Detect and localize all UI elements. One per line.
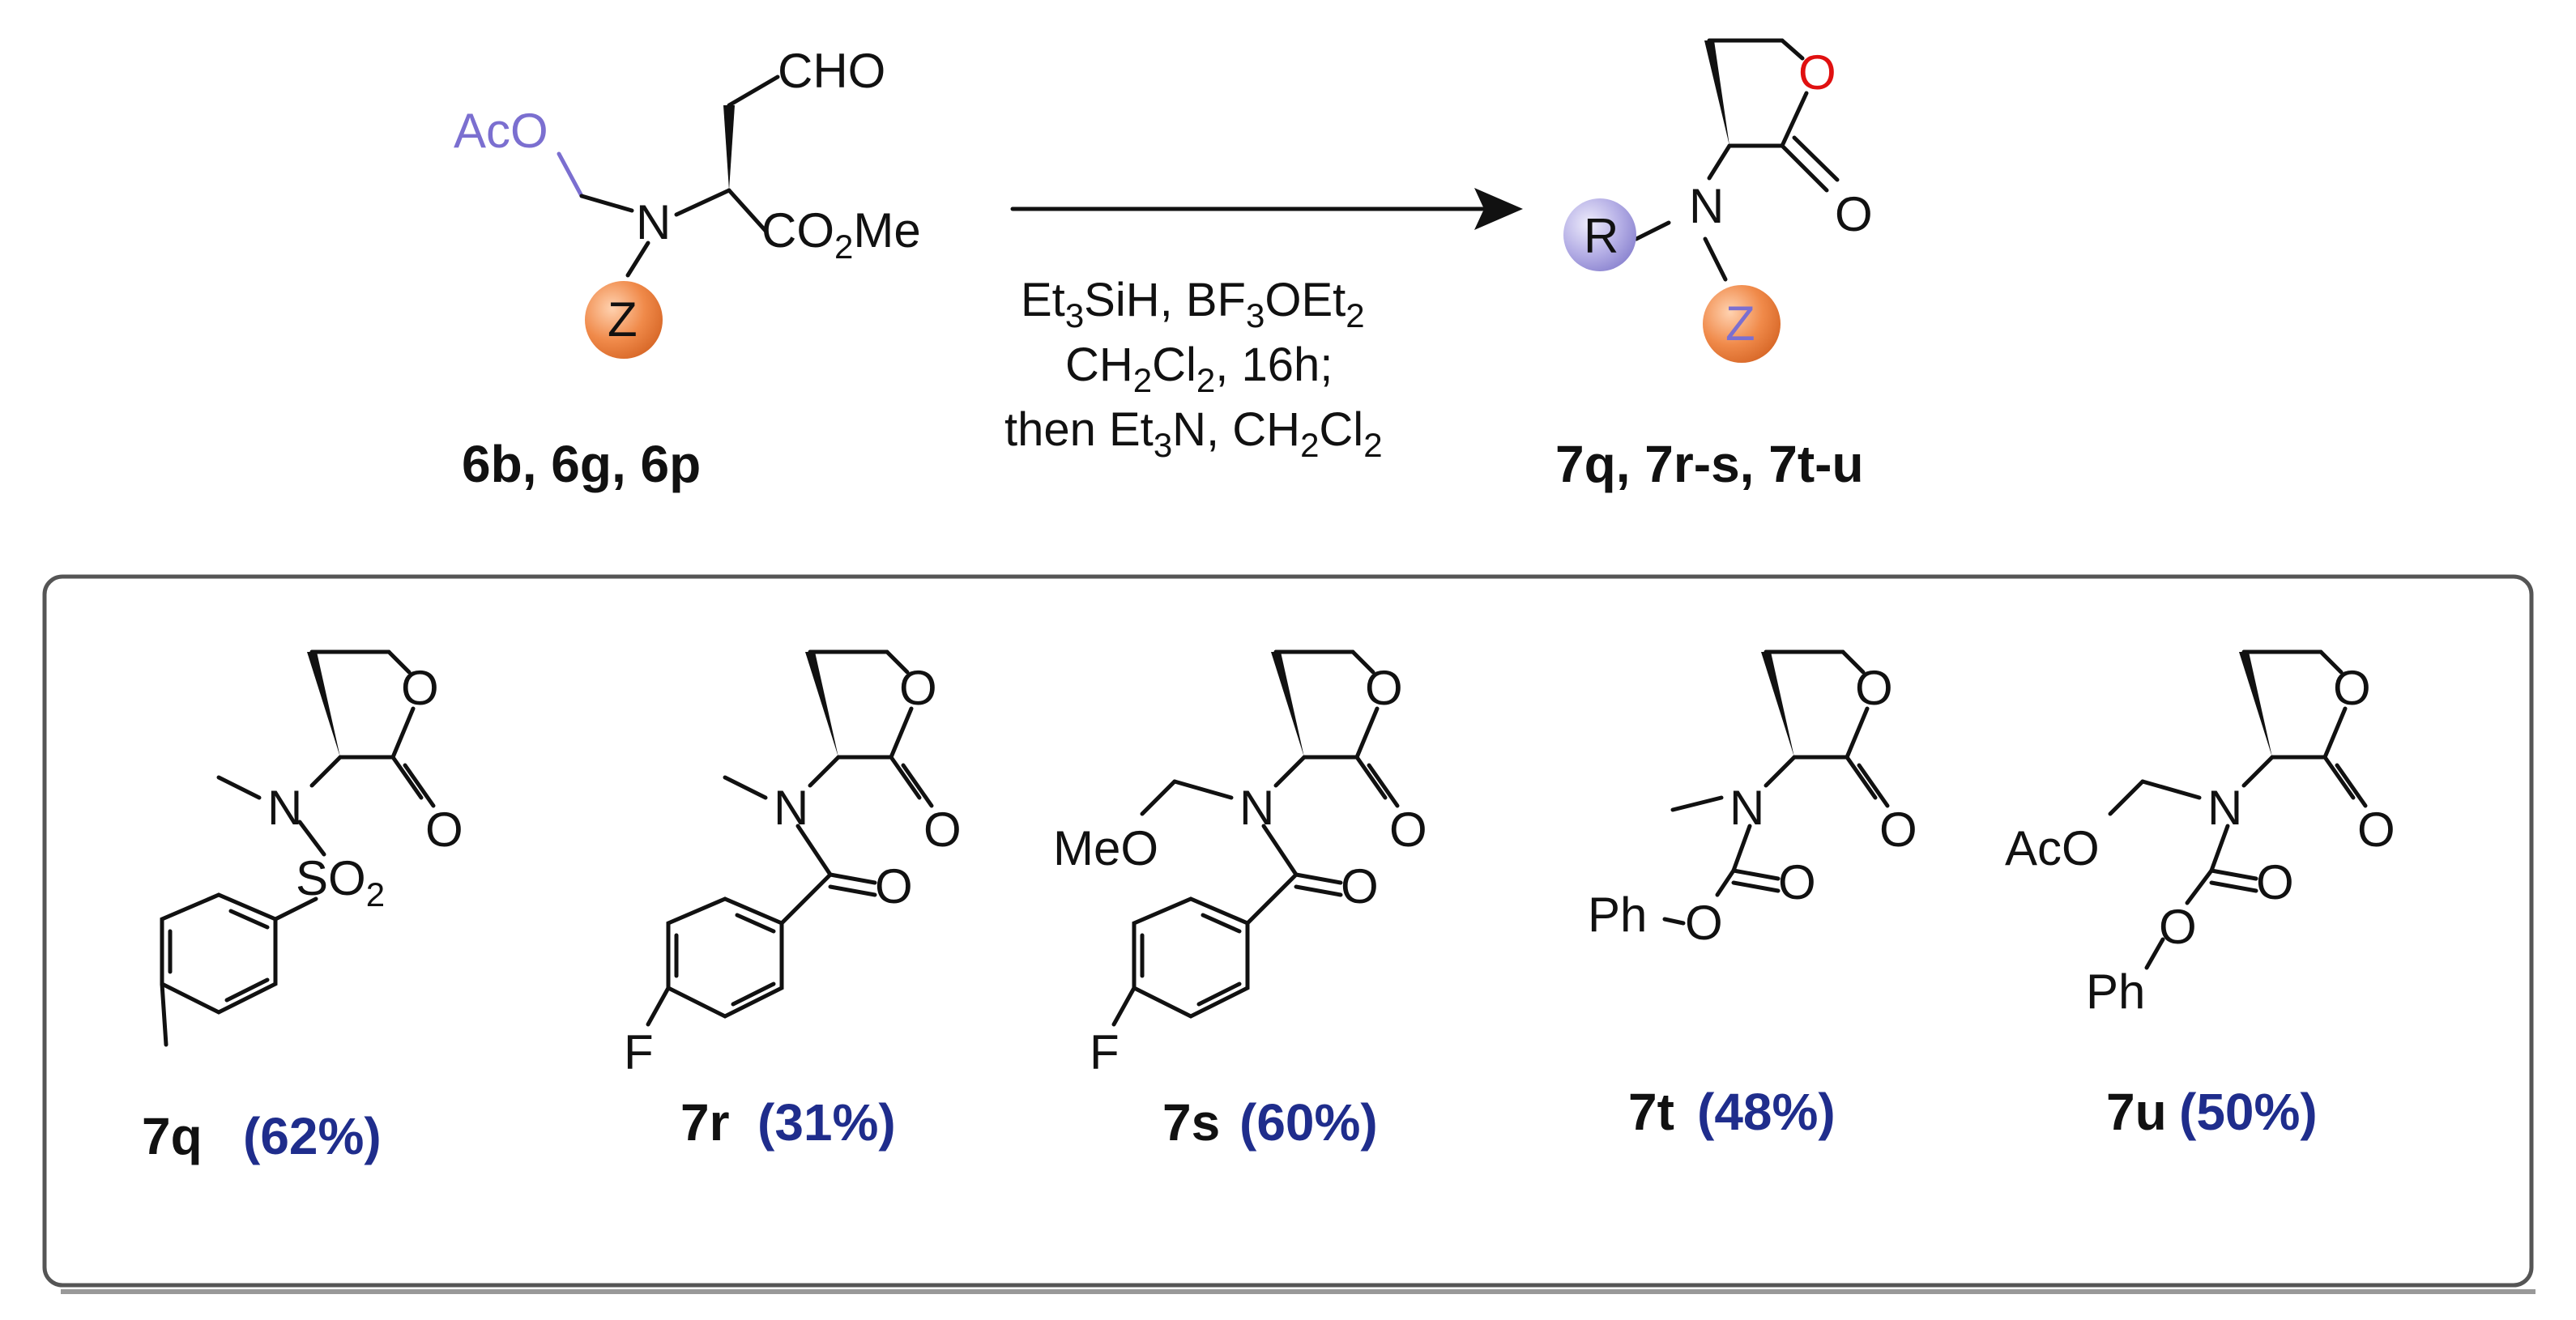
7q-ring-oxygen: O — [401, 661, 439, 715]
7r-n-label: N — [774, 781, 808, 835]
7q-yield: (62%) — [243, 1107, 382, 1165]
reaction-arrow — [1010, 188, 1523, 230]
7u-carbonyl-oxygen: O — [2357, 803, 2395, 857]
7t-n-label: N — [1729, 781, 1764, 835]
7u-id: 7u — [2106, 1083, 2167, 1141]
7r-carbonyl-oxygen: O — [923, 803, 962, 857]
reactant-aco-label: AcO — [454, 104, 548, 158]
7t-id: 7t — [1628, 1083, 1674, 1141]
reactant-z-label: Z — [608, 292, 638, 347]
7r-yield: (31%) — [757, 1093, 896, 1152]
7t-ring-oxygen: O — [1855, 661, 1893, 715]
reactant-n-label: N — [636, 195, 671, 249]
7r-amide-oxygen: O — [875, 859, 913, 913]
7t-carbamate-oxygen: O — [1778, 855, 1816, 909]
product-n-label: N — [1689, 179, 1724, 233]
7s-amide-oxygen: O — [1341, 859, 1379, 913]
product-label: 7q, 7r-s, 7t-u — [1555, 435, 1864, 493]
7s-meo-label: MeO — [1053, 821, 1158, 875]
conditions-line-1: Et3SiH, BF3OEt2 — [1021, 274, 1365, 334]
7q-id: 7q — [142, 1107, 203, 1165]
7t-ester-oxygen: O — [1685, 896, 1723, 950]
product-z-label: Z — [1725, 296, 1755, 351]
product-carbonyl-oxygen: O — [1835, 187, 1873, 241]
example-7q-structure — [160, 649, 436, 1047]
7s-id: 7s — [1162, 1093, 1220, 1152]
7r-id: 7r — [680, 1093, 730, 1152]
example-7u-structure — [2108, 649, 2368, 970]
7s-yield: (60%) — [1239, 1093, 1378, 1152]
7s-ring-oxygen: O — [1365, 661, 1403, 715]
reactant-structure: AcO N Z CHO CO2Me — [454, 44, 921, 359]
7u-carbamate-oxygen: O — [2256, 855, 2294, 909]
conditions-line-2: CH2Cl2, 16h; — [1065, 339, 1333, 399]
7s-n-label: N — [1239, 781, 1274, 835]
7u-phenyl: Ph — [2086, 964, 2145, 1019]
7r-fluorine: F — [624, 1025, 654, 1079]
product-structure: O O N R Z — [1563, 38, 1873, 363]
conditions-line-3: then Et3N, CH2Cl2 — [1004, 403, 1383, 464]
product-ring-oxygen: O — [1798, 45, 1836, 100]
7q-n-label: N — [267, 781, 302, 835]
7t-yield: (48%) — [1697, 1083, 1836, 1141]
reactant-ester-label: CO2Me — [761, 203, 921, 266]
7s-carbonyl-oxygen: O — [1389, 803, 1427, 857]
example-7s-structure — [1111, 649, 1400, 1027]
7u-yield: (50%) — [2179, 1083, 2318, 1141]
7u-aco-label: AcO — [2005, 821, 2100, 875]
7r-ring-oxygen: O — [899, 661, 937, 715]
7u-ester-oxygen: O — [2159, 900, 2197, 954]
reactant-label: 6b, 6g, 6p — [462, 435, 701, 493]
7u-ring-oxygen: O — [2333, 661, 2371, 715]
reactant-cho-label: CHO — [778, 44, 885, 98]
examples-frame — [42, 574, 2534, 1288]
7s-fluorine: F — [1090, 1025, 1120, 1079]
7q-carbonyl-oxygen: O — [425, 803, 463, 857]
example-7r-structure — [646, 649, 934, 1027]
example-7t-structure — [1662, 649, 1890, 926]
product-r-label: R — [1584, 209, 1619, 263]
7u-n-label: N — [2207, 781, 2242, 835]
7t-carbonyl-oxygen: O — [1879, 803, 1917, 857]
7q-so2-label: SO2 — [296, 851, 385, 913]
7t-phenyl: Ph — [1588, 888, 1647, 942]
